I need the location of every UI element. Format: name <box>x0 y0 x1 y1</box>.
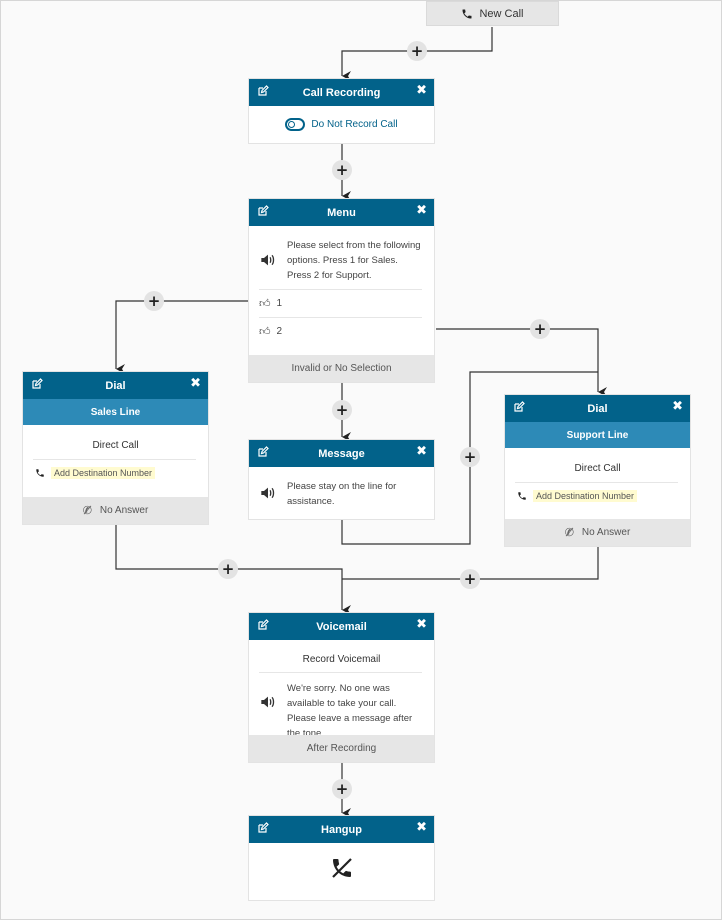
edit-icon[interactable] <box>257 446 269 458</box>
message-prompt: Please stay on the line for assistance. <box>287 481 397 507</box>
call-recording-node[interactable]: Call Recording ✖ Do Not Record Call <box>248 78 435 144</box>
divider <box>33 459 196 460</box>
edit-icon[interactable] <box>257 822 269 834</box>
add-step-button[interactable]: + <box>460 447 480 467</box>
menu-node[interactable]: Menu ✖ Please select from the following … <box>248 198 435 383</box>
voicemail-header: Voicemail ✖ <box>249 613 434 640</box>
connector-menu-option2-support <box>436 328 607 397</box>
no-answer-footer[interactable]: ✆̸ No Answer <box>23 497 208 524</box>
message-node[interactable]: Message ✖ Please stay on the line for as… <box>248 439 435 520</box>
node-title: Message <box>318 447 365 460</box>
speaker-icon <box>261 487 275 499</box>
edit-icon[interactable] <box>31 378 43 390</box>
edit-icon[interactable] <box>513 401 525 413</box>
destination-row[interactable]: Add Destination Number <box>35 467 156 479</box>
node-title: Menu <box>327 206 356 219</box>
hangup-body <box>249 856 434 885</box>
node-title: Hangup <box>321 823 362 836</box>
dial-mode: Direct Call <box>574 463 621 474</box>
divider <box>259 672 422 673</box>
new-call-node[interactable]: New Call <box>426 1 559 26</box>
close-icon[interactable]: ✖ <box>416 203 427 218</box>
dial-sales-subtitle: Sales Line <box>23 399 208 425</box>
footer-label: No Answer <box>581 527 631 538</box>
add-step-button[interactable]: + <box>530 319 550 339</box>
menu-header: Menu ✖ <box>249 199 434 226</box>
dial-sales-node[interactable]: Dial ✖ Sales Line Direct Call Add Destin… <box>22 371 209 525</box>
add-step-button[interactable]: + <box>332 400 352 420</box>
divider <box>515 482 678 483</box>
option-label: 1 <box>276 298 283 309</box>
after-recording-footer[interactable]: After Recording <box>249 735 434 762</box>
speaker-icon <box>261 696 275 708</box>
add-step-button[interactable]: + <box>407 41 427 61</box>
thumbs-up-icon: 👍︎ <box>259 326 271 338</box>
menu-invalid-footer[interactable]: Invalid or No Selection <box>249 355 434 382</box>
footer-label: No Answer <box>99 505 149 516</box>
voicemail-node[interactable]: Voicemail ✖ Record Voicemail We're sorry… <box>248 612 435 763</box>
close-icon[interactable]: ✖ <box>416 83 427 98</box>
close-icon[interactable]: ✖ <box>416 820 427 835</box>
edit-icon[interactable] <box>257 205 269 217</box>
divider <box>259 317 422 318</box>
add-destination-link[interactable]: Add Destination Number <box>51 467 156 479</box>
message-header: Message ✖ <box>249 440 434 467</box>
new-call-label: New Call <box>479 7 524 20</box>
connector-support-voicemail <box>342 547 599 580</box>
dial-sales-header: Dial ✖ <box>23 372 208 399</box>
phone-icon <box>518 492 526 500</box>
voicemail-prompt: We're sorry. No one was available to tak… <box>287 683 413 739</box>
dial-support-header: Dial ✖ <box>505 395 690 422</box>
node-title: Dial <box>587 402 608 415</box>
speaker-icon <box>261 254 275 266</box>
close-icon[interactable]: ✖ <box>416 617 427 632</box>
hangup-node[interactable]: Hangup ✖ <box>248 815 435 901</box>
node-title: Voicemail <box>316 620 367 633</box>
toggle-icon[interactable] <box>285 118 306 131</box>
menu-prompt: Please select from the following options… <box>287 240 421 281</box>
edit-icon[interactable] <box>257 85 269 97</box>
hangup-header: Hangup ✖ <box>249 816 434 843</box>
close-icon[interactable]: ✖ <box>672 399 683 414</box>
add-destination-link[interactable]: Add Destination Number <box>533 490 638 502</box>
phone-icon <box>462 9 472 18</box>
call-recording-header: Call Recording ✖ <box>249 79 434 106</box>
no-answer-icon: ✆̸ <box>564 527 574 539</box>
menu-option-1[interactable]: 👍︎ 1 <box>259 297 282 310</box>
connector-message-support <box>341 371 598 545</box>
recording-option[interactable]: Do Not Record Call <box>249 106 434 143</box>
close-icon[interactable]: ✖ <box>190 376 201 391</box>
thumbs-up-icon: 👍︎ <box>259 298 271 310</box>
no-answer-footer[interactable]: ✆̸ No Answer <box>505 519 690 546</box>
voicemail-mode: Record Voicemail <box>302 654 381 665</box>
node-title: Dial <box>105 379 126 392</box>
dial-mode: Direct Call <box>92 440 139 451</box>
add-step-button[interactable]: + <box>332 160 352 180</box>
destination-row[interactable]: Add Destination Number <box>517 490 638 502</box>
close-icon[interactable]: ✖ <box>416 444 427 459</box>
node-title: Call Recording <box>302 86 381 99</box>
option-label: 2 <box>276 326 283 337</box>
connector-menu-option1-sales <box>115 300 249 374</box>
add-step-button[interactable]: + <box>460 569 480 589</box>
phone-icon <box>36 469 44 477</box>
add-step-button[interactable]: + <box>218 559 238 579</box>
hangup-icon <box>331 858 352 878</box>
recording-option-label: Do Not Record Call <box>311 119 398 130</box>
divider <box>259 289 422 290</box>
no-answer-icon: ✆̸ <box>82 505 92 517</box>
add-step-button[interactable]: + <box>332 779 352 799</box>
edit-icon[interactable] <box>257 619 269 631</box>
menu-option-2[interactable]: 👍︎ 2 <box>259 325 282 338</box>
dial-support-node[interactable]: Dial ✖ Support Line Direct Call Add Dest… <box>504 394 691 547</box>
add-step-button[interactable]: + <box>144 291 164 311</box>
dial-support-subtitle: Support Line <box>505 422 690 448</box>
